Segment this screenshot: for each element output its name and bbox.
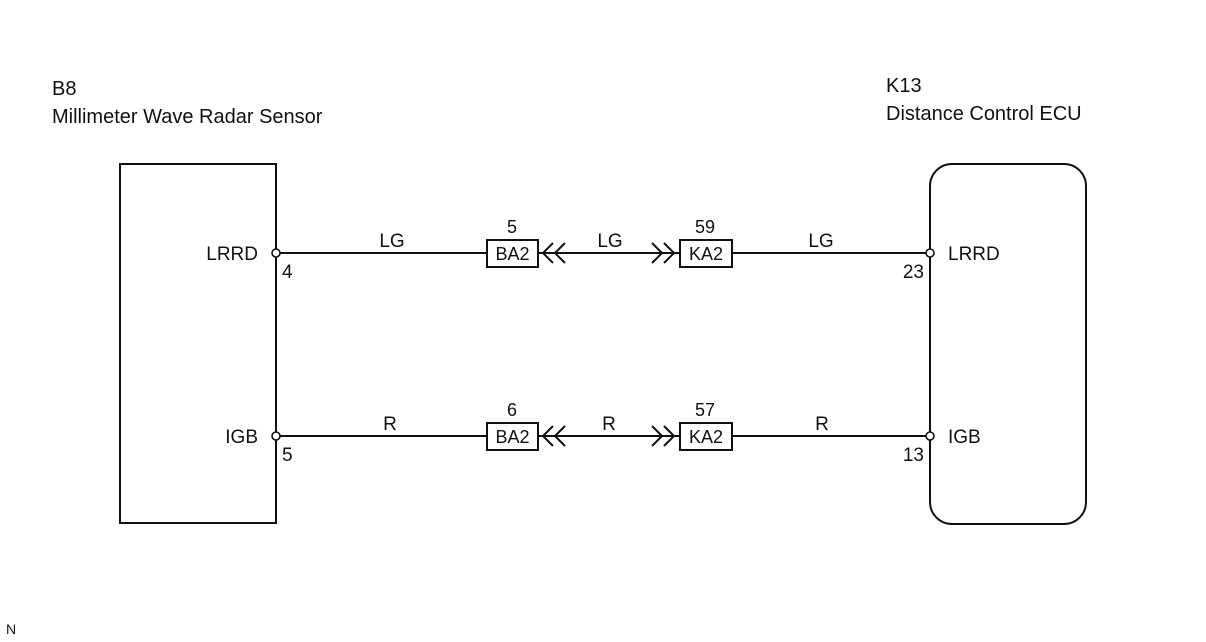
left-terminal	[271, 248, 281, 258]
connector-a-label: BA2	[495, 427, 529, 447]
connector-a-chevrons	[541, 425, 566, 447]
connector-a-pin: 6	[507, 400, 517, 420]
left-component-name: Millimeter Wave Radar Sensor	[52, 106, 323, 128]
connector-b-pin: 59	[695, 217, 715, 237]
connector-a-label: BA2	[495, 244, 529, 264]
right-component-code: K13	[886, 75, 922, 97]
right-pin-name: LRRD	[948, 244, 1000, 265]
wire-color-middle: LG	[597, 231, 622, 252]
connector-b-chevrons	[651, 242, 676, 264]
right-pin-name: IGB	[948, 427, 981, 448]
corner-mark: N	[6, 621, 16, 637]
connector-b-box	[679, 239, 733, 268]
connector-b-label: KA2	[689, 244, 723, 264]
wire-color-left: LG	[379, 231, 404, 252]
connector-a-box	[486, 239, 539, 268]
right-pin-number: 13	[903, 445, 924, 466]
left-pin-name: LRRD	[206, 244, 258, 265]
connector-a-box	[486, 422, 539, 451]
left-pin-name: IGB	[225, 427, 258, 448]
left-component-code: B8	[52, 78, 76, 100]
right-pin-number: 23	[903, 262, 924, 283]
left-component-box	[119, 163, 277, 524]
wire-row-lrrd: LRRD 4 LRRD 23 LG LG LG 5 BA2 59 KA2	[206, 217, 999, 283]
wire-color-middle: R	[602, 414, 616, 435]
wire-color-right: R	[815, 414, 829, 435]
left-pin-number: 5	[282, 445, 293, 466]
right-terminal	[925, 248, 935, 258]
connector-a-pin: 5	[507, 217, 517, 237]
wire-color-left: R	[383, 414, 397, 435]
wire-row-igb: IGB 5 IGB 13 R R R 6 BA2 57 KA2	[225, 400, 980, 466]
left-pin-number: 4	[282, 262, 293, 283]
right-component-name: Distance Control ECU	[886, 103, 1082, 125]
right-terminal	[925, 431, 935, 441]
connector-b-pin: 57	[695, 400, 715, 420]
connector-b-label: KA2	[689, 427, 723, 447]
wire-color-right: LG	[808, 231, 833, 252]
right-component-box	[929, 163, 1087, 525]
connector-b-box	[679, 422, 733, 451]
connector-b-chevrons	[651, 425, 676, 447]
connector-a-chevrons	[541, 242, 566, 264]
left-terminal	[271, 431, 281, 441]
